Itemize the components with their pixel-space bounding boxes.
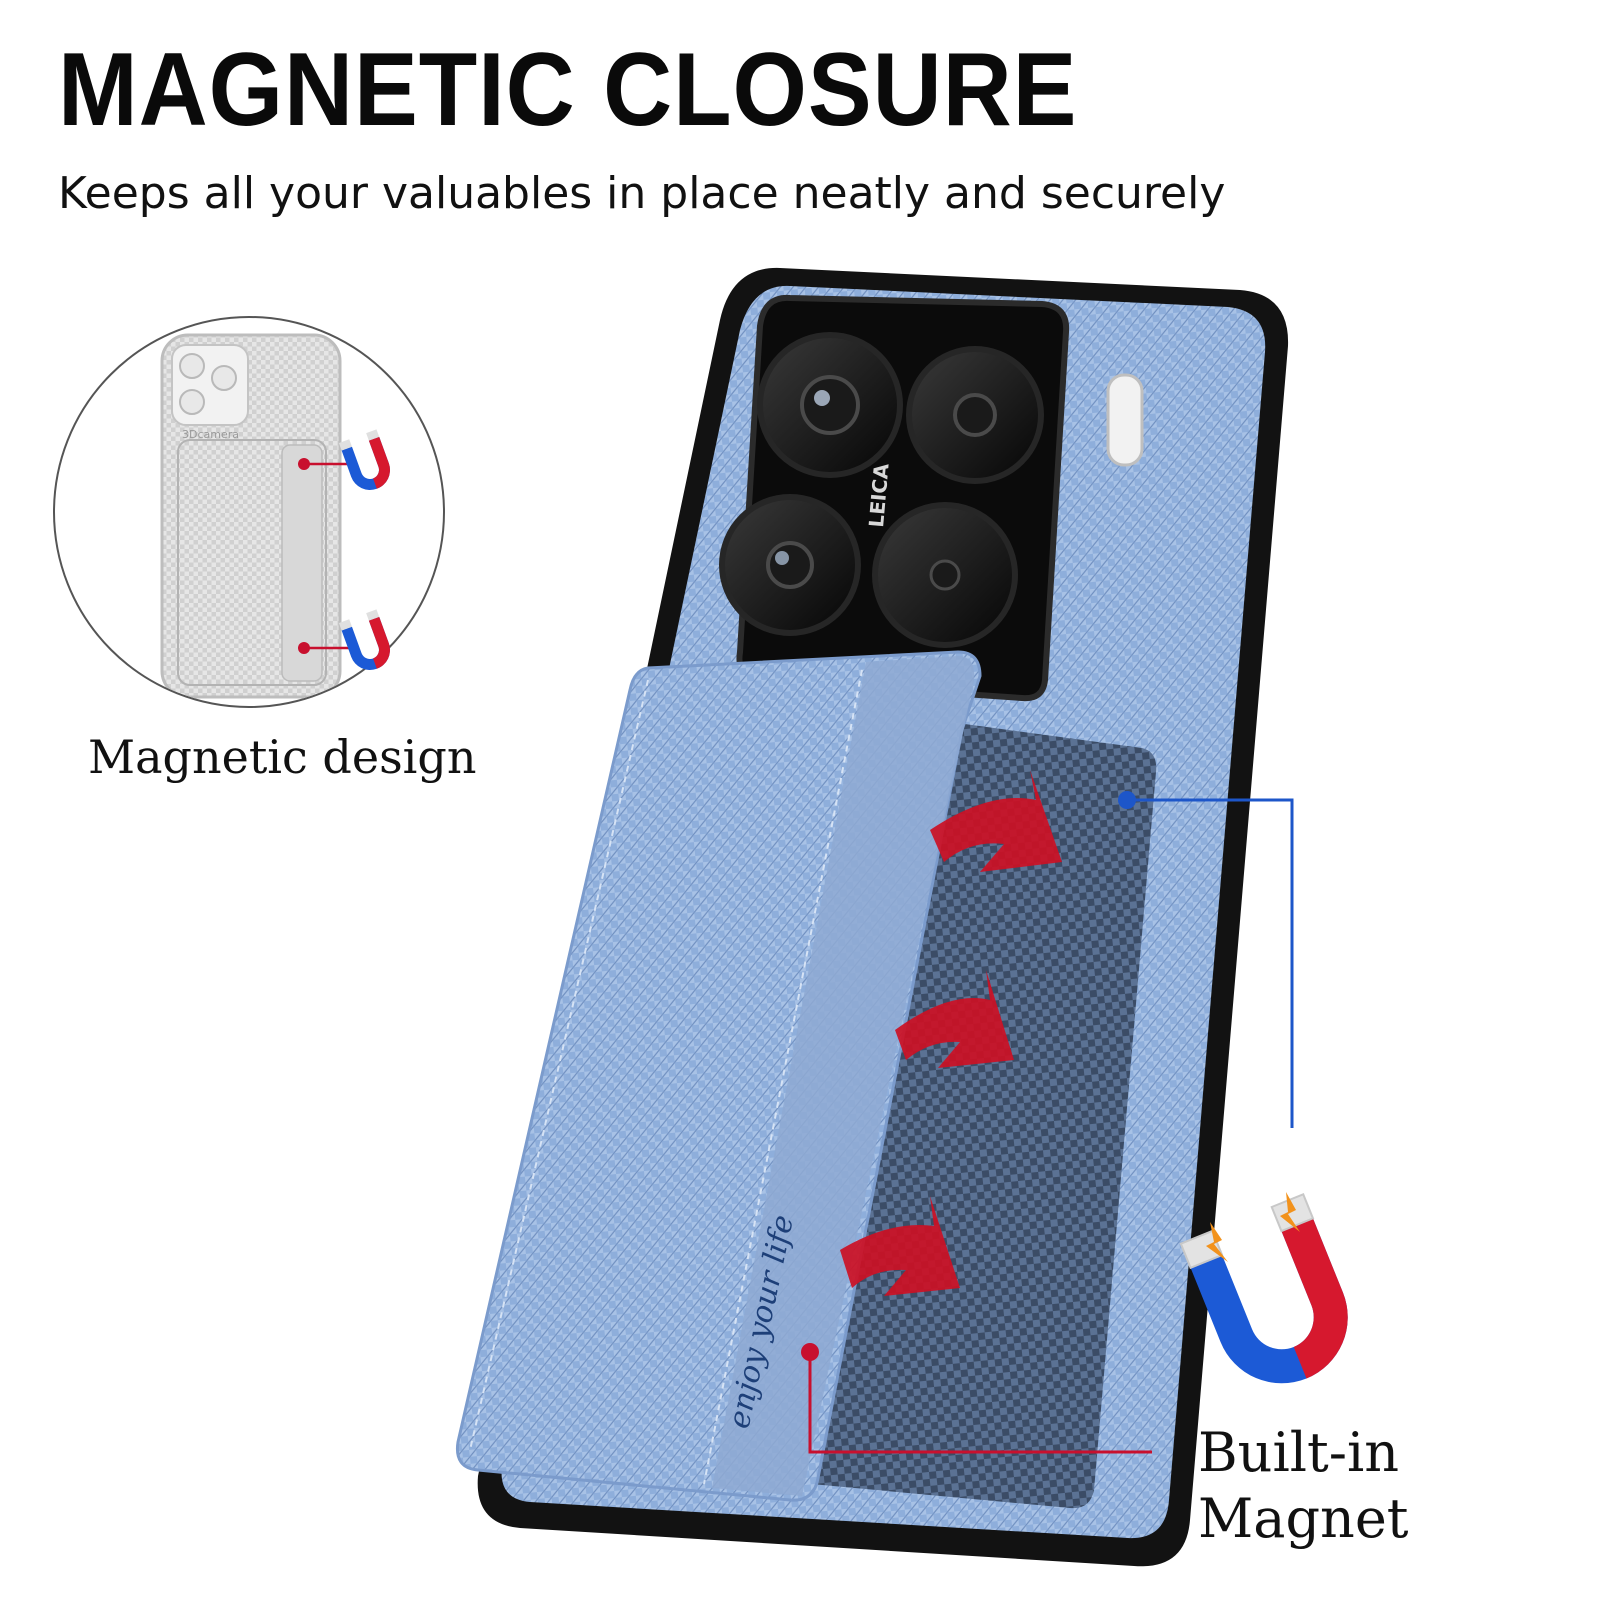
magnet-label-line2: Magnet: [1198, 1487, 1409, 1550]
camera-flash: [1106, 373, 1144, 467]
inset-magnetic-design: 3Dcamera: [53, 316, 445, 708]
spark-icon: [1206, 1222, 1228, 1262]
magnet-icon: [1179, 1192, 1348, 1384]
inset-case-grey: [160, 333, 342, 699]
camera-brand-text: LEICA: [864, 462, 894, 528]
headline: MAGNETIC CLOSURE: [58, 32, 1078, 148]
inset-camera-text: 3Dcamera: [182, 428, 239, 441]
camera-module: LEICA: [719, 294, 1070, 702]
leader-red: [801, 1343, 1152, 1454]
inset-label: Magnetic design: [88, 730, 477, 784]
wallet-strap: [712, 656, 975, 1496]
inset-dot-bottom: [298, 642, 310, 654]
magnet-label-line1: Built-in: [1198, 1421, 1399, 1484]
subheadline: Keeps all your valuables in place neatly…: [58, 168, 1226, 219]
magnet-icon: [338, 609, 390, 670]
leader-blue: [1118, 791, 1294, 1128]
arrow-icon: [840, 770, 1062, 1296]
spark-icon: [1280, 1192, 1300, 1232]
card-wallet-flap: enjoy your life: [455, 650, 982, 1502]
built-in-magnet-label: Built-in Magnet: [1198, 1420, 1409, 1552]
phone-case: LEICA enjoy your life: [455, 267, 1289, 1567]
inset-dot-top: [298, 458, 310, 470]
magnet-icon: [338, 429, 390, 490]
